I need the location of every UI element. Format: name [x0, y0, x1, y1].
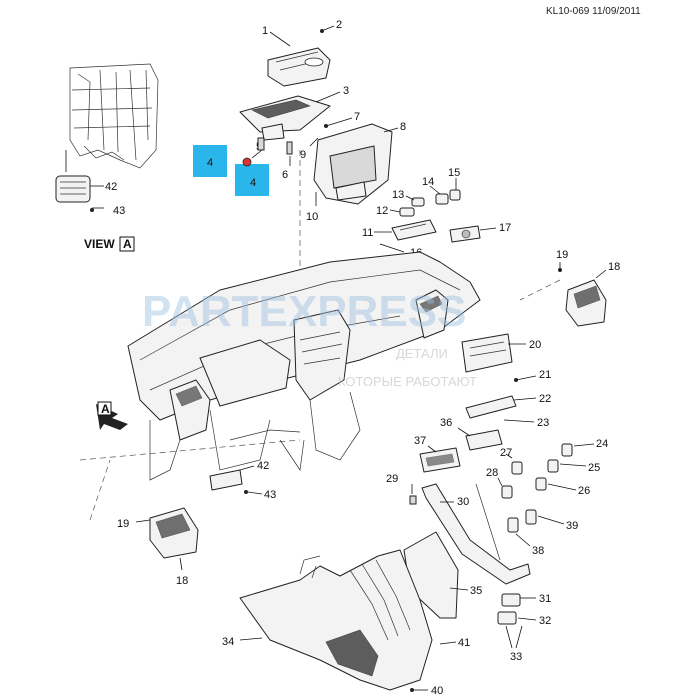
watermark-line1: ДЕТАЛИ: [396, 346, 448, 361]
part-14-switch: [435, 193, 449, 205]
callout-4-right: 4: [250, 177, 256, 189]
part-26-switch: [535, 477, 547, 491]
part-32-switch: [497, 611, 517, 625]
callout-43-view: 43: [113, 205, 125, 217]
highlight-4-left: [193, 145, 227, 177]
callout-23: 23: [537, 417, 549, 429]
part-29-fastener: [409, 495, 417, 505]
callout-1: 1: [262, 25, 268, 37]
view-a-letter: A: [123, 237, 132, 251]
part-5-clip: [242, 157, 252, 167]
document-id: KL10-069 11/09/2011: [546, 6, 641, 17]
callout-25: 25: [588, 462, 600, 474]
callout-18-right: 18: [608, 261, 620, 273]
callout-35: 35: [470, 585, 482, 597]
callout-31: 31: [539, 593, 551, 605]
callout-30: 30: [457, 496, 469, 508]
part-13-switch: [411, 197, 425, 207]
callout-42-view: 42: [105, 181, 117, 193]
view-a-detail: [55, 63, 159, 212]
callout-24: 24: [596, 438, 608, 450]
callout-12: 12: [376, 205, 388, 217]
part-37-tray: [419, 447, 461, 473]
part-18-right-vent: [565, 279, 607, 327]
callout-8: 8: [400, 121, 406, 133]
part-5-screw: [257, 137, 265, 151]
callout-32: 32: [539, 615, 551, 627]
callout-34: 34: [222, 636, 234, 648]
callout-29: 29: [386, 473, 398, 485]
callout-4-left: 4: [207, 157, 213, 169]
callout-19-right: 19: [556, 249, 568, 261]
callout-11: 11: [362, 227, 373, 239]
callout-20: 20: [529, 339, 541, 351]
part-8-center-bezel: [313, 123, 393, 205]
callout-42-lower: 42: [257, 460, 269, 472]
callout-37: 37: [414, 435, 426, 447]
callout-36: 36: [440, 417, 452, 429]
part-42-knee-bracket: [209, 469, 243, 491]
part-28-switch: [501, 485, 513, 499]
part-24-switch: [561, 443, 573, 457]
callout-14: 14: [422, 176, 434, 188]
callout-6: 6: [282, 169, 288, 181]
part-20-control-module: [461, 333, 513, 373]
callout-43-lower: 43: [264, 489, 276, 501]
part-27-switch: [511, 461, 523, 475]
arrow-a-letter: A: [101, 402, 110, 416]
callout-28: 28: [486, 467, 498, 479]
part-6-screw: [286, 141, 293, 155]
part-39-switch: [525, 509, 537, 525]
callout-38: 38: [532, 545, 544, 557]
part-25-switch: [547, 459, 559, 473]
view-a-box: [119, 236, 135, 252]
callout-21: 21: [539, 369, 551, 381]
callout-33: 33: [510, 651, 522, 663]
part-11-switch-panel: [391, 219, 437, 241]
view-a-label: VIEW: [84, 237, 115, 251]
callout-7: 7: [354, 111, 360, 123]
callout-40: 40: [431, 685, 443, 697]
part-17-module: [449, 225, 481, 243]
part-1-storage-bin: [267, 47, 331, 87]
watermark-line2: КОТОРЫЕ РАБОТАЮТ: [338, 374, 477, 389]
callout-22: 22: [539, 393, 551, 405]
part-30-console-trim: [421, 483, 531, 585]
callout-39: 39: [566, 520, 578, 532]
view-a-arrow: [96, 401, 128, 430]
highlight-4-right: [235, 164, 269, 196]
callout-10: 10: [306, 211, 318, 223]
part-15-switch: [449, 189, 461, 201]
part-36-tray: [465, 429, 503, 451]
callout-41: 41: [458, 637, 470, 649]
callout-15: 15: [448, 167, 460, 179]
part-18-left-vent: [149, 507, 199, 559]
part-12-switch: [399, 207, 415, 217]
callout-17: 17: [499, 222, 511, 234]
callout-2: 2: [336, 19, 342, 31]
callout-13: 13: [392, 189, 404, 201]
part-38-switch: [507, 517, 519, 533]
part-22-bracket: [465, 395, 517, 419]
callout-26: 26: [578, 485, 590, 497]
callout-19-left: 19: [117, 518, 129, 530]
part-34-lower-console: [239, 549, 433, 691]
callout-9: 9: [300, 149, 306, 161]
watermark-main: PARTEXPRESS: [142, 287, 466, 336]
part-3-grille-bezel: [239, 95, 331, 141]
part-16-instrument-panel: [127, 251, 481, 481]
callout-18-left: 18: [176, 575, 188, 587]
callout-3: 3: [343, 85, 349, 97]
airbag-module-view-a: [55, 175, 91, 203]
callout-27: 27: [500, 447, 512, 459]
part-31-switch: [501, 593, 521, 607]
